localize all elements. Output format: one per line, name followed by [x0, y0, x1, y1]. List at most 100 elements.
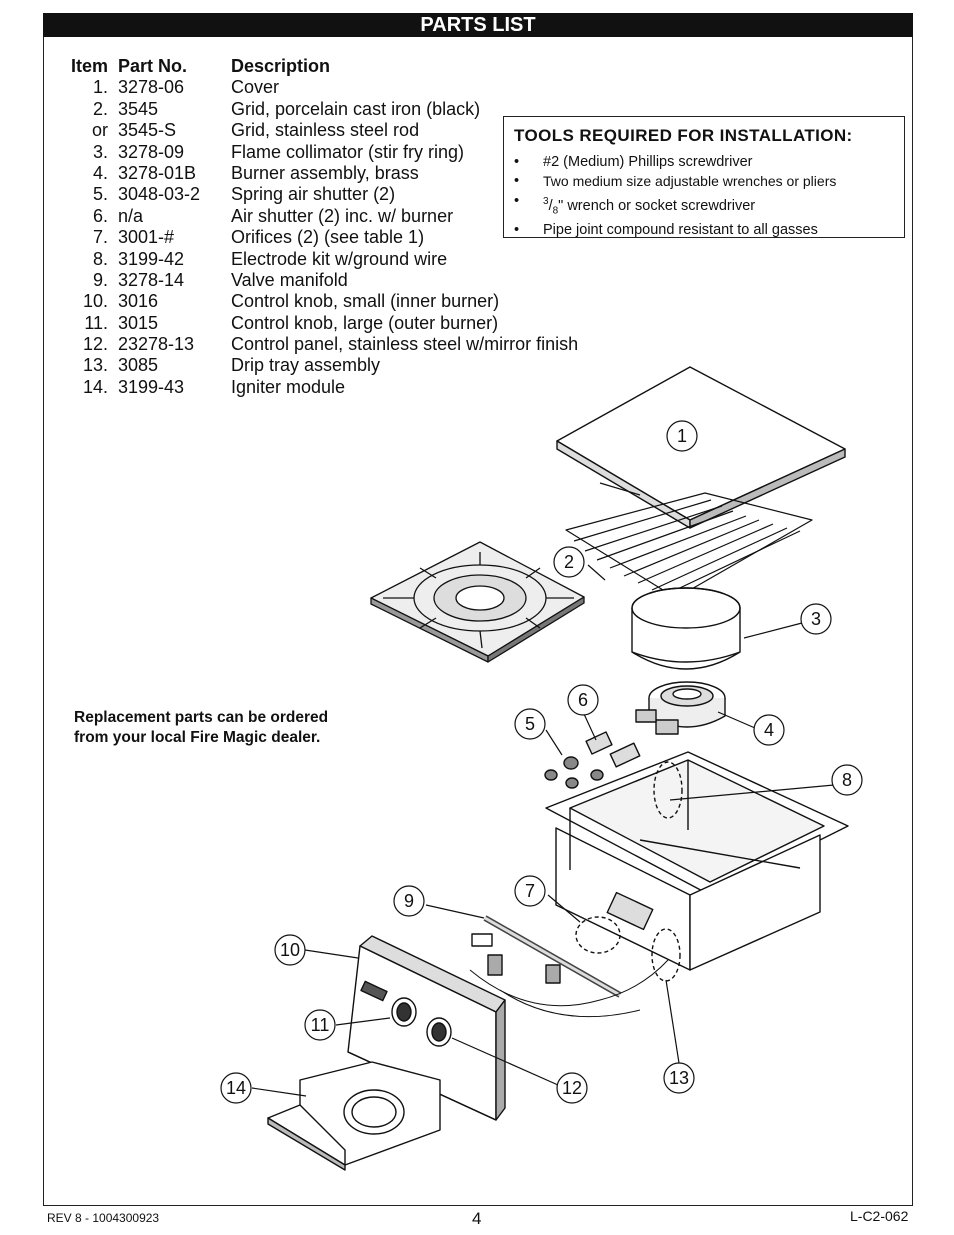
- callout-label: 2: [564, 552, 574, 572]
- callout-4: 4: [753, 714, 785, 746]
- replacement-note: Replacement parts can be ordered from yo…: [74, 708, 328, 748]
- fraction-rest: " wrench or socket screwdriver: [558, 197, 756, 214]
- item-number: 9.: [92, 269, 108, 290]
- part-number: 3085: [118, 355, 159, 376]
- part-number: 3278-01B: [118, 162, 197, 183]
- part-number: 3545-S: [118, 120, 177, 141]
- burner-assembly-part: [635, 681, 726, 735]
- part-description: Cover: [231, 77, 280, 98]
- tools-list-item: •3/8" wrench or socket screwdriver: [514, 193, 756, 217]
- bullet-icon: •: [514, 221, 520, 238]
- callout-label: 4: [764, 720, 774, 740]
- part-number: 3048-03-2: [118, 184, 201, 205]
- callout-circle: [666, 420, 698, 452]
- callout-label: 1: [677, 426, 687, 446]
- part-number: 3545: [118, 98, 159, 119]
- flame-collimator-part: [631, 587, 741, 670]
- part-description: Control knob, small (inner burner): [231, 291, 500, 312]
- callout-label: 14: [226, 1078, 246, 1098]
- callout-5: 5: [514, 708, 546, 740]
- header-item: Item: [70, 56, 108, 76]
- part-description: Igniter module: [231, 376, 346, 397]
- part-description: Flame collimator (stir fry ring): [231, 141, 465, 162]
- callout-9: 9: [393, 885, 425, 917]
- page-number: 4: [472, 1209, 482, 1228]
- replacement-note-line2: from your local Fire Magic dealer.: [74, 729, 321, 746]
- callout-11: 11: [304, 1009, 336, 1041]
- fraction-numerator: 3: [543, 196, 549, 207]
- part-number: 3199-42: [118, 248, 185, 269]
- callout-circle: [514, 875, 546, 907]
- valve-manifold-part: [469, 915, 669, 1018]
- tools-list-item: •Pipe joint compound resistant to all ga…: [514, 221, 818, 238]
- tools-required-box: TOOLS REQUIRED FOR INSTALLATION: •#2 (Me…: [503, 116, 905, 238]
- callout-label: 10: [280, 940, 300, 960]
- callout-label: 9: [404, 891, 414, 911]
- item-number: 11.: [84, 312, 108, 333]
- item-number: 13.: [82, 355, 108, 376]
- replacement-note-line1: Replacement parts can be ordered: [74, 709, 329, 726]
- callout-circle: [220, 1072, 252, 1104]
- item-number: 1.: [92, 77, 108, 98]
- callout-circle: [553, 546, 585, 578]
- part-description: Air shutter (2) inc. w/ burner: [231, 205, 454, 226]
- callout-6: 6: [567, 684, 599, 716]
- tools-list: •#2 (Medium) Phillips screwdriver •Two m…: [514, 153, 836, 240]
- item-number: 14.: [82, 376, 108, 397]
- callout-label: 5: [525, 714, 535, 734]
- part-number: 3278-09: [118, 141, 185, 162]
- callout-circle: [556, 1072, 588, 1104]
- callout-14: 14: [220, 1072, 252, 1104]
- fraction-denominator: 8: [552, 205, 559, 217]
- part-description: Orifices (2) (see table 1): [231, 227, 425, 248]
- document-code: L-C2-062: [850, 1208, 909, 1224]
- part-description: Control panel, stainless steel w/mirror …: [231, 334, 579, 355]
- item-number: 7.: [92, 227, 108, 248]
- callout-2: 2: [553, 546, 585, 578]
- leader-lines: [251, 564, 835, 1097]
- bullet-icon: •: [514, 193, 520, 209]
- item-number: 12.: [82, 334, 108, 355]
- part-description: Drip tray assembly: [231, 355, 381, 376]
- callout-8: 8: [831, 764, 863, 796]
- tools-list-item: •#2 (Medium) Phillips screwdriver: [514, 154, 753, 170]
- tools-list-item: •Two medium size adjustable wrenches or …: [514, 173, 837, 189]
- item-number: 3.: [92, 141, 108, 162]
- revision-label: REV 8 - 1004300923: [47, 1211, 160, 1225]
- header-description: Description: [231, 56, 331, 76]
- part-description: Control knob, large (outer burner): [231, 312, 499, 333]
- air-shutter-parts: [544, 731, 641, 789]
- callout-label: 6: [578, 690, 588, 710]
- part-description: Spring air shutter (2): [231, 184, 396, 205]
- part-number: 3015: [118, 312, 159, 333]
- part-description: Grid, stainless steel rod: [231, 120, 420, 141]
- callout-label: 7: [525, 881, 535, 901]
- callout-13: 13: [663, 1062, 695, 1094]
- drip-tray-part: [267, 1061, 441, 1171]
- item-number: or: [91, 120, 108, 141]
- cast-iron-grid-part: [370, 541, 585, 663]
- callout-circle: [800, 603, 832, 635]
- part-number: 3278-14: [118, 269, 185, 290]
- item-number: 2.: [92, 98, 108, 119]
- part-number: 3278-06: [118, 77, 185, 98]
- part-description: Electrode kit w/ground wire: [231, 248, 448, 269]
- callout-circle: [831, 764, 863, 796]
- burner-box-part: [545, 751, 849, 982]
- item-number: 8.: [92, 248, 108, 269]
- item-number: 5.: [92, 184, 108, 205]
- bullet-icon: •: [514, 154, 520, 170]
- callout-circle: [567, 684, 599, 716]
- callout-10: 10: [274, 934, 306, 966]
- cover-part: [556, 366, 846, 529]
- callout-label: 13: [669, 1068, 689, 1088]
- bullet-icon: •: [514, 173, 520, 189]
- part-number: n/a: [118, 205, 144, 226]
- callout-circle: [663, 1062, 695, 1094]
- callout-label: 11: [311, 1015, 330, 1035]
- grid-rack-part: [565, 482, 813, 603]
- item-number: 4.: [92, 162, 108, 183]
- part-number: 3016: [118, 291, 159, 312]
- part-description: Burner assembly, brass: [231, 162, 419, 183]
